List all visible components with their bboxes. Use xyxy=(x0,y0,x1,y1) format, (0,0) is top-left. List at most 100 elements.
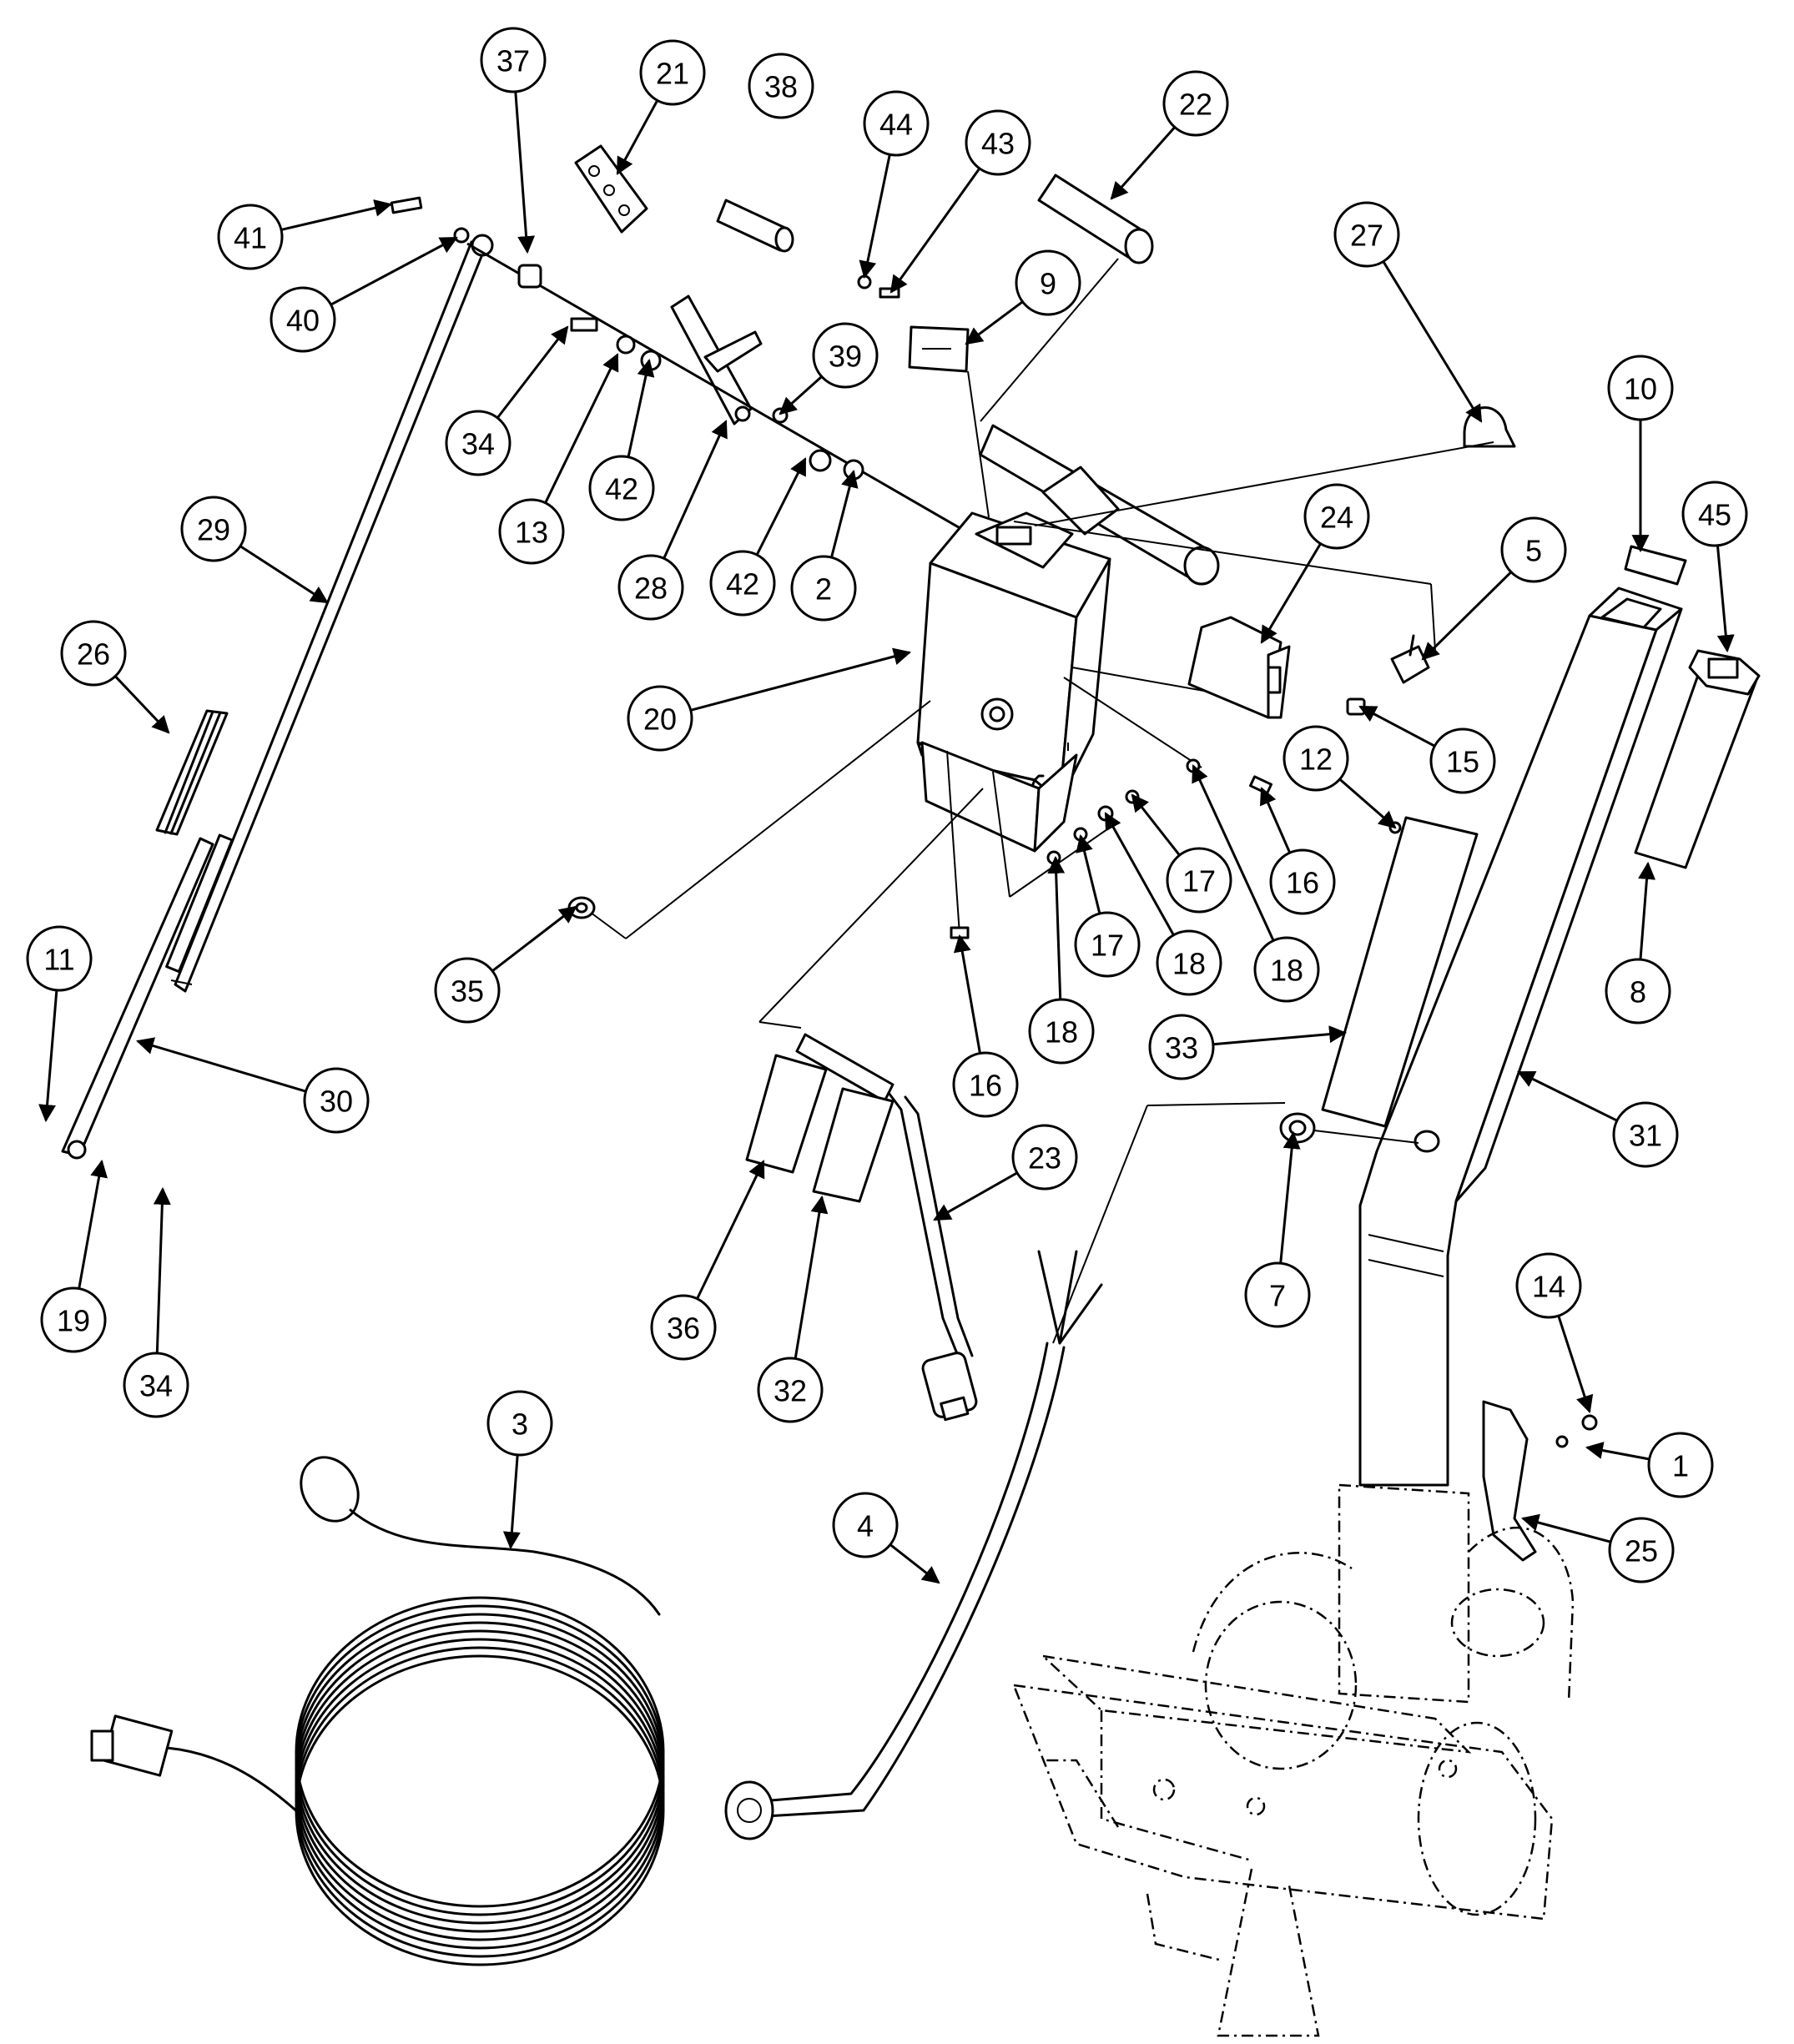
callout-circle xyxy=(952,1051,1019,1118)
callout-circle xyxy=(1015,249,1081,316)
callout-circle xyxy=(1162,70,1229,137)
callout-number: 18 xyxy=(1172,947,1206,981)
callout-circle xyxy=(60,620,127,687)
callout-c41: 41 xyxy=(217,204,284,270)
callout-circle xyxy=(1303,483,1370,550)
callout-c14: 14 xyxy=(1515,1252,1582,1319)
callout-circle xyxy=(812,322,879,389)
callout-circle xyxy=(1607,355,1674,421)
callout-circle xyxy=(434,957,501,1024)
latch-45 xyxy=(1688,649,1761,696)
callout-number: 37 xyxy=(496,44,530,78)
label-33 xyxy=(1321,816,1479,1128)
control-housing-20 xyxy=(916,511,1111,853)
power-cord-3 xyxy=(90,1456,665,1966)
leader-c18b xyxy=(1104,812,1175,936)
leader-c15 xyxy=(1358,705,1436,748)
callout-number: 16 xyxy=(969,1069,1002,1103)
callout-circle xyxy=(1028,998,1095,1065)
roller-38 xyxy=(716,199,794,253)
leader-c8 xyxy=(1638,861,1655,960)
callout-number: 33 xyxy=(1165,1031,1198,1065)
callout-c5: 5 xyxy=(1500,516,1567,583)
callout-number: 12 xyxy=(1299,743,1333,777)
callout-number: 42 xyxy=(605,472,638,506)
leader-c36 xyxy=(696,1160,765,1300)
callout-circle xyxy=(639,39,706,106)
callout-number: 10 xyxy=(1624,372,1657,406)
leader-c23 xyxy=(933,1171,1018,1221)
callout-circle xyxy=(757,1357,824,1423)
callout-circle xyxy=(303,1067,370,1134)
callout-c45: 45 xyxy=(1681,481,1748,547)
callout-circle xyxy=(1011,1124,1078,1191)
callout-number: 3 xyxy=(511,1407,528,1442)
callout-number: 18 xyxy=(1045,1015,1078,1050)
callout-circle xyxy=(1244,1261,1311,1328)
leader-c40 xyxy=(330,236,458,306)
leader-c34a xyxy=(496,325,569,419)
leader-c42b xyxy=(755,457,807,556)
leader-c42a xyxy=(627,358,655,458)
callout-number: 42 xyxy=(726,567,759,602)
leader-c1 xyxy=(1585,1442,1650,1461)
callout-c33: 33 xyxy=(1148,1014,1215,1080)
callout-circle xyxy=(498,498,565,565)
leader-c41 xyxy=(280,199,393,231)
callout-number: 11 xyxy=(43,943,74,977)
callout-number: 19 xyxy=(57,1304,90,1338)
callout-c16a: 16 xyxy=(1269,848,1336,915)
callout-circle xyxy=(486,1390,553,1457)
callout-number: 35 xyxy=(451,974,484,1009)
callout-number: 17 xyxy=(1091,929,1124,963)
leader-c2 xyxy=(830,469,859,558)
callout-c17b: 17 xyxy=(1074,911,1141,978)
leader-c16a xyxy=(1259,787,1292,853)
leader-c17b xyxy=(1076,833,1101,914)
callout-circle xyxy=(445,410,511,476)
callout-circle xyxy=(863,90,930,157)
callout-number: 45 xyxy=(1698,498,1731,532)
leader-c45 xyxy=(1716,545,1735,653)
callout-c43: 43 xyxy=(965,109,1031,176)
callout-circle xyxy=(965,109,1031,176)
callout-number: 26 xyxy=(77,637,110,672)
callout-number: 9 xyxy=(1040,267,1056,301)
callout-number: 20 xyxy=(643,702,677,737)
callout-c39: 39 xyxy=(812,322,879,389)
pedal-pad-32 xyxy=(812,1087,894,1203)
callout-circle xyxy=(650,1294,717,1361)
callout-c16b: 16 xyxy=(952,1051,1019,1118)
callout-c15: 15 xyxy=(1429,727,1496,794)
switch-box-24 xyxy=(1187,616,1291,719)
callout-circle xyxy=(588,455,655,521)
leader-c20 xyxy=(690,647,912,712)
leader-c3 xyxy=(502,1454,521,1550)
callout-circle xyxy=(790,555,857,622)
callout-circle xyxy=(1283,725,1349,792)
leader-c22 xyxy=(1110,126,1176,200)
callout-number: 1 xyxy=(1672,1449,1689,1483)
callout-circle xyxy=(1681,481,1748,547)
callout-circle xyxy=(1515,1252,1582,1319)
callout-c10: 10 xyxy=(1607,355,1674,421)
callout-number: 27 xyxy=(1350,219,1383,253)
callout-number: 28 xyxy=(634,571,668,606)
leader-c5 xyxy=(1421,571,1512,661)
callout-number: 40 xyxy=(286,304,320,338)
bracket-25 xyxy=(1482,1400,1598,1562)
callout-number: 24 xyxy=(1320,501,1353,535)
callout-circle xyxy=(1156,929,1222,996)
callout-c38: 38 xyxy=(748,53,814,119)
callout-c26: 26 xyxy=(60,620,127,687)
callout-c1: 1 xyxy=(1647,1432,1714,1498)
leader-c32 xyxy=(794,1195,829,1359)
callout-c24: 24 xyxy=(1303,483,1370,550)
callout-circle xyxy=(1333,201,1400,268)
callout-c7: 7 xyxy=(1244,1261,1311,1328)
leader-c39 xyxy=(779,375,823,415)
callout-number: 43 xyxy=(981,127,1015,161)
callout-number: 36 xyxy=(667,1311,700,1346)
callout-c3: 3 xyxy=(486,1390,553,1457)
